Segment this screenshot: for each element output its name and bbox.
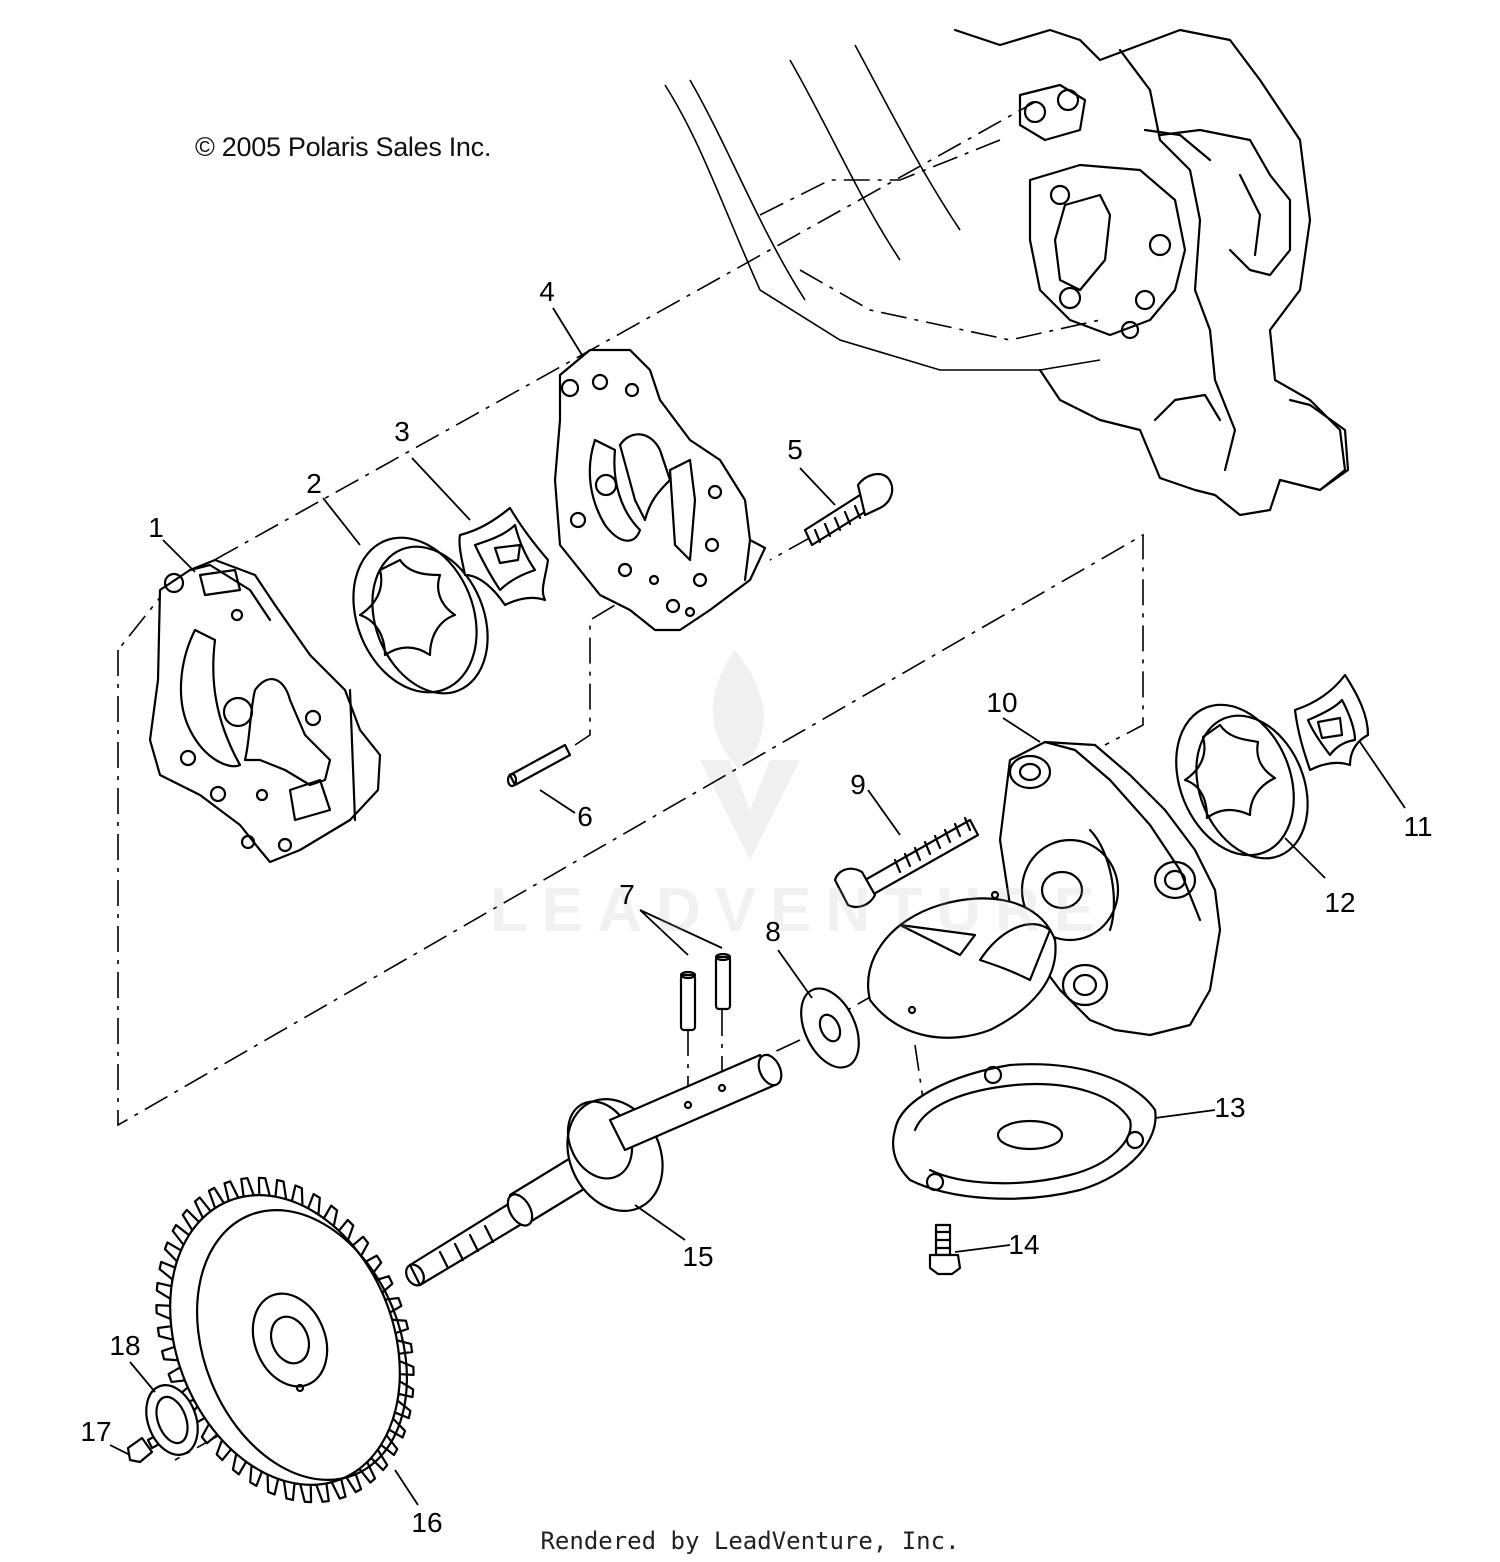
callout-1: 1 [148,512,164,543]
part-16-gear [155,1176,415,1504]
part-12-outer-rotor [1175,703,1309,860]
callout-10: 10 [986,687,1018,718]
callout-13: 13 [1214,1092,1246,1123]
callout-17: 17 [80,1416,112,1447]
callout-9: 9 [850,769,866,800]
part-9-bolt [833,816,980,909]
callout-7: 7 [619,879,635,910]
part-2-outer-rotor [352,536,489,695]
watermark-logo [700,650,800,860]
part-11-inner-rotor [1293,673,1370,772]
part-8-washer [800,987,860,1069]
callout-18: 18 [109,1330,141,1361]
part-5-screw [803,472,894,547]
part-10-pump-housing [867,740,1222,1039]
callout-2: 2 [306,468,322,499]
callout-11: 11 [1403,811,1433,842]
watermark-text: LEADVENTURE [490,876,1110,945]
footer-text: Rendered by LeadVenture, Inc. [540,1527,960,1555]
copyright-text: © 2005 Polaris Sales Inc. [195,132,492,162]
callout-3: 3 [394,416,410,447]
callout-6: 6 [577,801,593,832]
callout-8: 8 [765,916,781,947]
part-3-inner-rotor [458,506,550,607]
crankcase [664,28,1350,517]
callout-15: 15 [682,1241,714,1272]
callout-16: 16 [411,1507,443,1538]
part-7-pins [679,952,732,1032]
part-6-dowel-pin [506,743,572,788]
part-13-gasket [892,1063,1157,1200]
callout-12: 12 [1324,887,1356,918]
part-1-pump-body [148,558,382,864]
part-4-pump-plate [553,348,767,632]
callout-14: 14 [1008,1229,1040,1260]
part-14-screw [928,1223,962,1276]
part-15-shaft [405,1053,783,1287]
callout-5: 5 [787,434,803,465]
callout-4: 4 [539,276,555,307]
leader-lines [109,307,1406,1506]
part-18-ring [145,1384,199,1456]
